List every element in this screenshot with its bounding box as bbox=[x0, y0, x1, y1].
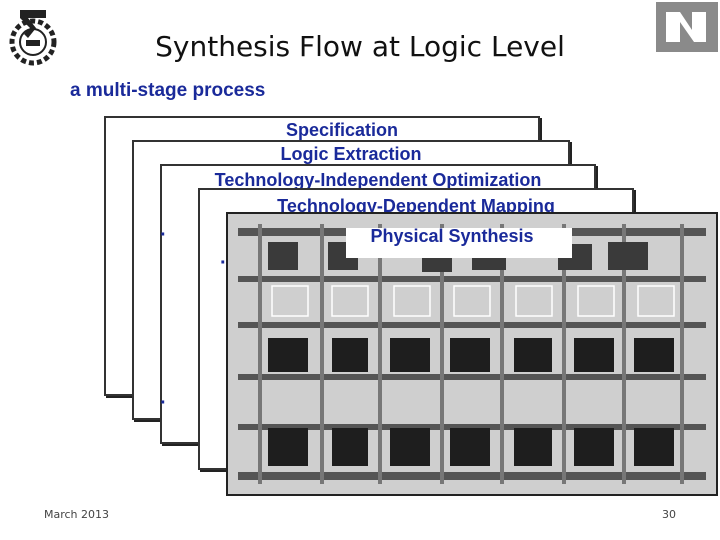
institution-logo-icon bbox=[656, 2, 718, 52]
footer-date: March 2013 bbox=[44, 508, 110, 521]
technion-logo-icon bbox=[6, 6, 60, 66]
stage-label: Logic Extraction bbox=[280, 144, 422, 164]
stage-label: Specification bbox=[285, 120, 399, 140]
occluded-text-fragment: · bbox=[160, 392, 167, 414]
occluded-text-fragment: · bbox=[160, 224, 167, 246]
slide-title: Synthesis Flow at Logic Level bbox=[155, 30, 565, 63]
slide-subtitle: a multi-stage process bbox=[70, 80, 266, 101]
stage-label: Physical Synthesis bbox=[370, 226, 534, 246]
stage-label: Technology-Independent Optimization bbox=[214, 170, 542, 190]
occluded-text-fragment: · bbox=[220, 252, 227, 274]
physical-synthesis-layout-image: Physical Synthesis bbox=[226, 212, 718, 496]
stage-label: Technology-Dependent Mapping bbox=[277, 196, 555, 216]
page-number: 30 bbox=[662, 508, 676, 521]
